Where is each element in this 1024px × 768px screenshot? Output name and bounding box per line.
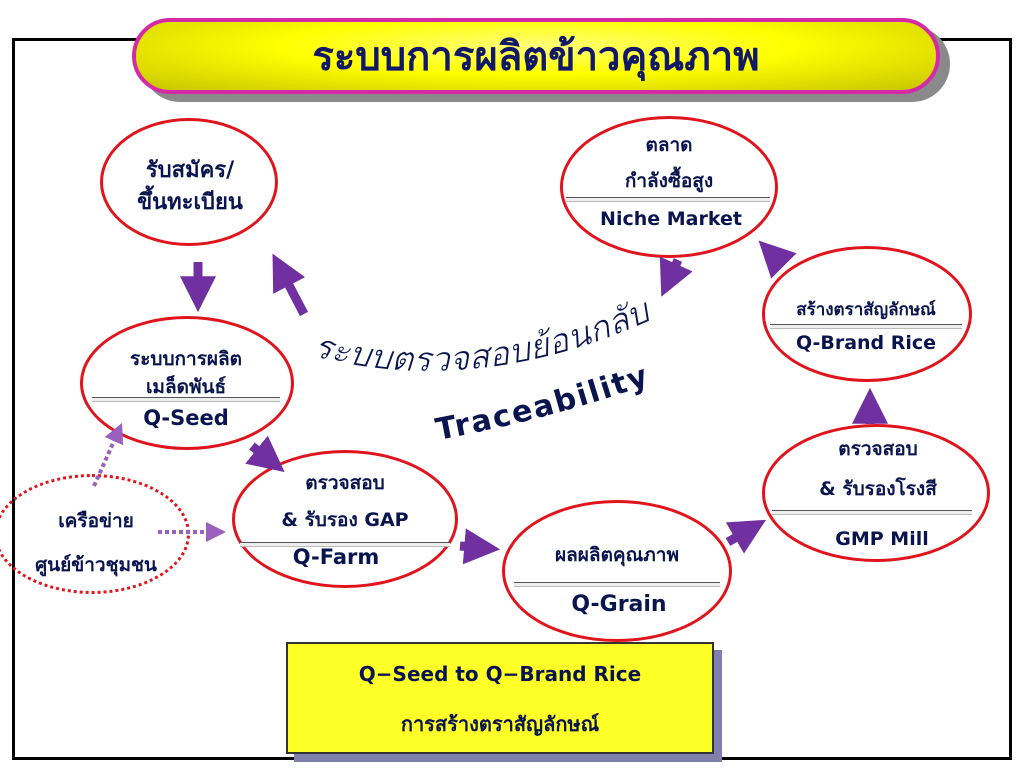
market-tag: Niche Market bbox=[600, 208, 742, 230]
farm-line2: & รับรอง GAP bbox=[281, 509, 409, 531]
network-line2: ศูนย์ข้าวชุมชน bbox=[35, 554, 157, 576]
mill-tag: GMP Mill bbox=[835, 528, 929, 550]
market-line2: กำลังซื้อสูง bbox=[624, 170, 714, 192]
brand-line1: สร้างตราสัญลักษณ์ bbox=[796, 300, 936, 320]
arrow-brand-to-market bbox=[758, 240, 797, 279]
node-grain bbox=[502, 500, 732, 642]
rule-grain bbox=[514, 582, 720, 587]
seed-line1: ระบบการผลิต bbox=[129, 348, 243, 370]
summary-line2: การสร้างตราสัญลักษณ์ bbox=[400, 712, 600, 736]
node-mill bbox=[762, 424, 990, 562]
arrow-market-down bbox=[659, 256, 693, 297]
register-line1: รับสมัคร/ bbox=[145, 158, 235, 183]
title-banner: ระบบการผลิตข้าวคุณภาพ bbox=[132, 18, 940, 94]
node-register bbox=[100, 118, 278, 246]
rule-market bbox=[566, 197, 770, 202]
arrow-trace-to-register bbox=[272, 253, 308, 317]
grain-tag: Q-Grain bbox=[571, 592, 667, 617]
page-title: ระบบการผลิตข้าวคุณภาพ bbox=[312, 34, 760, 80]
node-farm bbox=[232, 450, 458, 588]
summary-line1: Q−Seed to Q−Brand Rice bbox=[358, 662, 642, 686]
summary-box: Q−Seed to Q−Brand Rice การสร้างตราสัญลัก… bbox=[286, 642, 714, 754]
rule-farm bbox=[240, 542, 450, 547]
node-market bbox=[560, 116, 778, 258]
mill-line2: & รับรองโรงสี bbox=[819, 478, 937, 500]
brand-tag: Q-Brand Rice bbox=[795, 332, 937, 354]
rule-seed bbox=[92, 397, 280, 402]
mill-line1: ตรวจสอบ bbox=[838, 438, 918, 460]
arrow-grain-to-mill bbox=[725, 519, 766, 554]
grain-line1: ผลผลิตคุณภาพ bbox=[555, 544, 679, 566]
arrow-network-to-seed bbox=[92, 422, 124, 487]
arrow-farm-to-grain bbox=[459, 528, 501, 565]
seed-tag: Q-Seed bbox=[143, 406, 229, 430]
svg-text:ระบบตรวจสอบย้อนกลับ: ระบบตรวจสอบย้อนกลับ bbox=[310, 291, 657, 381]
rule-mill bbox=[772, 510, 972, 515]
network-line1: เครือข่าย bbox=[58, 510, 134, 532]
rule-brand bbox=[770, 324, 962, 329]
arrow-seed-to-farm bbox=[245, 435, 285, 473]
farm-line1: ตรวจสอบ bbox=[305, 472, 385, 494]
traceability-thai-label: ระบบตรวจสอบย้อนกลับ bbox=[310, 290, 658, 380]
node-brand bbox=[762, 246, 972, 382]
market-line1: ตลาด bbox=[645, 134, 693, 156]
register-line2: ขึ้นทะเบียน bbox=[137, 190, 243, 215]
seed-line2: เมล็ดพันธ์ bbox=[145, 376, 227, 398]
farm-tag: Q-Farm bbox=[292, 545, 380, 569]
